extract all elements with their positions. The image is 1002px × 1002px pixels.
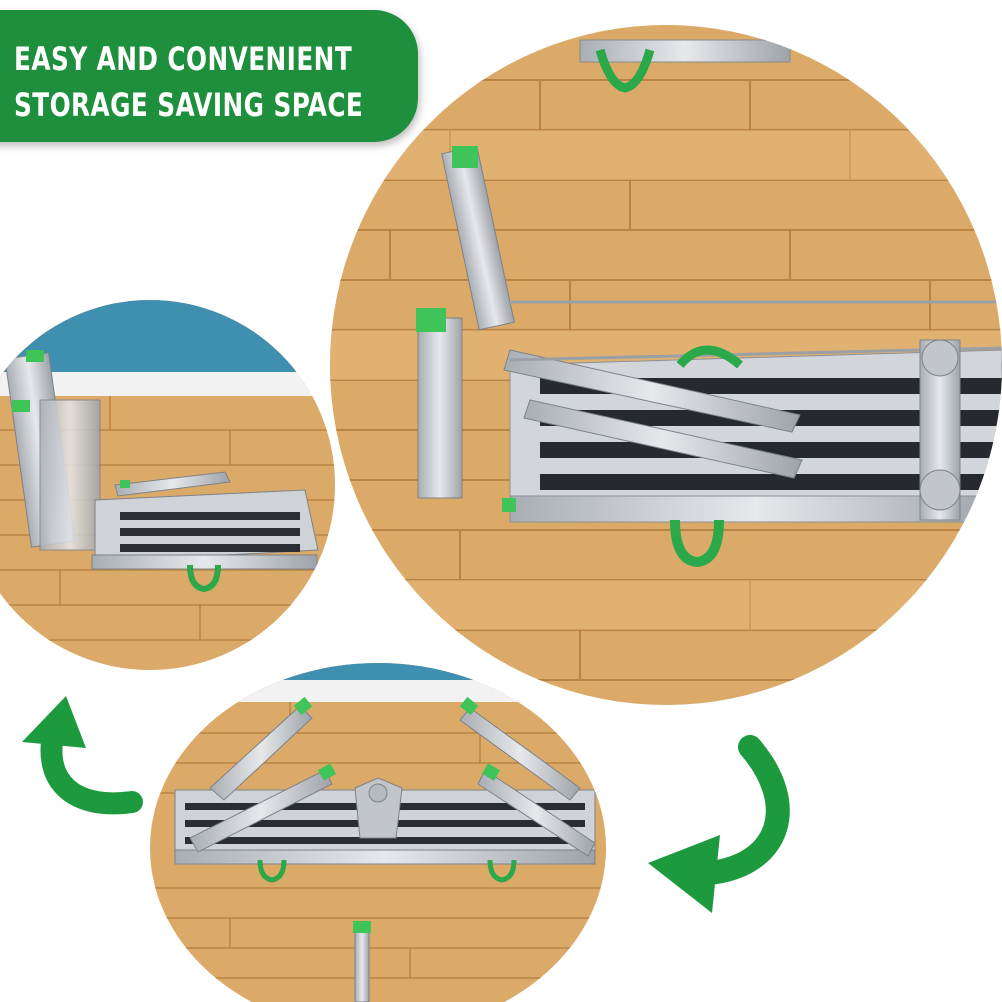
banner-line-2: STORAGE SAVING SPACE <box>14 86 364 124</box>
left-circle-photo <box>0 300 340 670</box>
banner-line-1: EASY AND CONVENIENT <box>14 40 353 78</box>
large-circle-photo <box>330 20 1002 710</box>
banner-text: EASY AND CONVENIENT STORAGE SAVING SPACE <box>14 36 363 128</box>
bottom-circle-photo <box>150 638 620 1002</box>
curved-arrow-right-down-icon <box>640 735 805 925</box>
title-banner: EASY AND CONVENIENT STORAGE SAVING SPACE <box>0 10 418 142</box>
curved-arrow-left-up-icon <box>14 690 144 820</box>
